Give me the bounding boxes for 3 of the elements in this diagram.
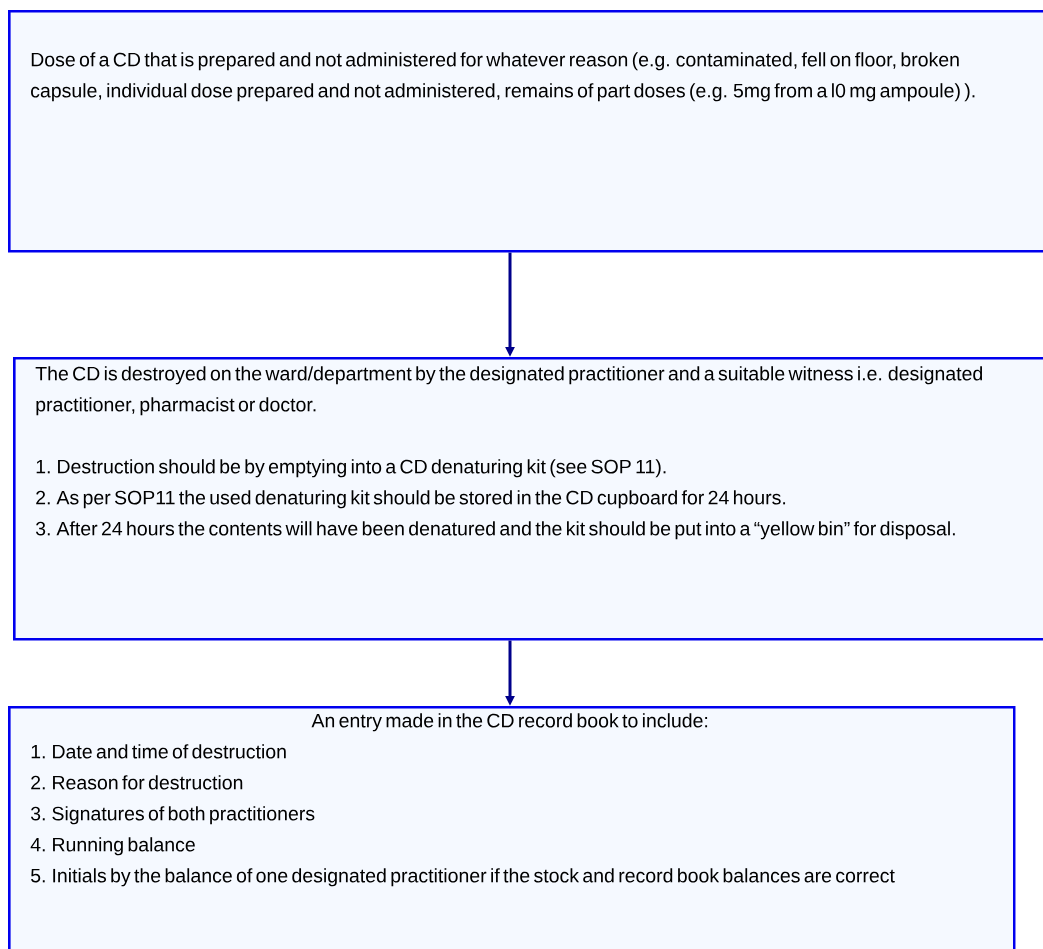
process-box: The CD is destroyed on the ward/department by the designated practitioner and a suitable witness i.e. designated practitioner, pharmacist or doctor. 1. Destruction should be by emptying into a CD denaturing kit (see SOP 11). 2. As per SOP11 the used denaturing kit should be stored in the CD cupboard for 24 hours. 3. After 24 hours the contents will have been denatured and the kit should be put into a “yellow bin” for disposal. [13,357,1043,641]
process-box: Dose of a CD that is prepared and not administered for whatever reason (e.g. contaminated, fell on floor, broken capsule, individual dose prepared and not administered, remains of part doses (e.g. 5mg from a l0 mg ampoule) ). [8,10,1043,253]
process-box: An entry made in the CD record book to include: 1. Date and time of destruction 2. Reason for destruction 3. Signatures of both practitioners 4. Running balance 5. Initials by the balance of one designated practitioner if the stock and record book balances are correct [8,706,1016,949]
